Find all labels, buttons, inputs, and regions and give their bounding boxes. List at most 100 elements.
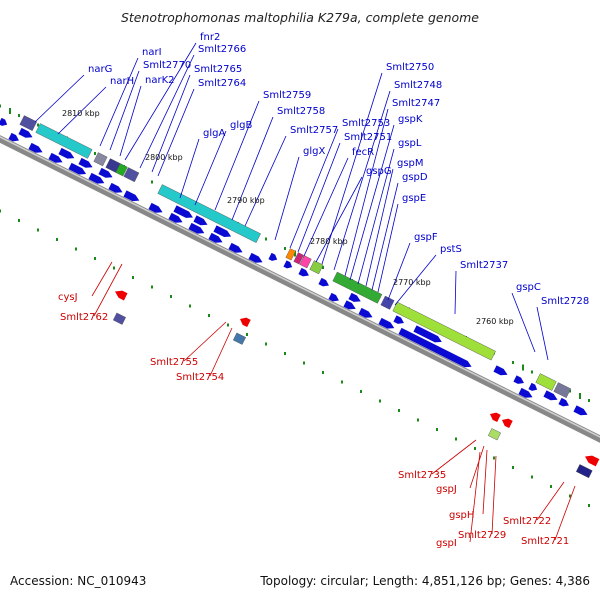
feature-block xyxy=(553,382,572,399)
forward-leader-line xyxy=(377,203,399,293)
forward-leader-line xyxy=(124,42,197,161)
reverse-gene-label: gspJ xyxy=(436,484,457,495)
reverse-feature-block xyxy=(112,312,127,325)
feature-block xyxy=(285,248,296,261)
forward-gene-label: fecR xyxy=(352,147,374,158)
forward-leader-line xyxy=(387,242,411,301)
forward-gene-arrow xyxy=(28,142,43,153)
tick-mark xyxy=(569,389,571,393)
tick-mark xyxy=(18,114,20,117)
forward-gene-arrow xyxy=(413,325,442,343)
forward-gene-label: Smlt2764 xyxy=(198,78,246,89)
forward-leader-line xyxy=(394,254,437,306)
tick-mark xyxy=(379,399,381,403)
forward-gene-arrow xyxy=(518,387,533,398)
forward-gene-arrow xyxy=(213,225,232,237)
forward-leader-line xyxy=(371,182,399,291)
forward-gene-label: Smlt2750 xyxy=(386,62,434,73)
reverse-gene-arrow xyxy=(115,290,128,301)
reverse-leader-line xyxy=(469,451,481,543)
reverse-gene-label: cysJ xyxy=(58,292,78,303)
forward-gene-arrow xyxy=(58,147,75,159)
kbp-tick-label: 2760 kbp xyxy=(476,317,514,326)
forward-gene-label: narI xyxy=(142,47,162,58)
reverse-gene-label: Smlt2754 xyxy=(176,372,224,383)
forward-leader-line xyxy=(344,108,389,277)
tick-mark xyxy=(75,247,77,251)
forward-leader-line xyxy=(151,74,191,173)
forward-gene-label: Smlt2753 xyxy=(342,118,390,129)
forward-gene-label: fnr2 xyxy=(200,32,220,43)
tick-mark xyxy=(189,304,191,308)
reverse-gene-arrow xyxy=(490,412,501,423)
backbone-line xyxy=(0,135,600,443)
forward-gene-arrow xyxy=(248,252,263,263)
forward-gene-arrow xyxy=(173,205,193,218)
forward-gene-label: glgX xyxy=(303,146,325,157)
reverse-gene-label: Smlt2762 xyxy=(60,312,108,323)
tick-mark xyxy=(37,228,39,232)
tick-mark xyxy=(170,295,172,298)
reverse-leader-line xyxy=(183,321,227,362)
forward-gene-arrow xyxy=(298,267,309,277)
tick-mark xyxy=(569,494,571,498)
reverse-leader-line xyxy=(536,481,565,521)
forward-leader-line xyxy=(454,270,457,315)
forward-gene-arrow xyxy=(573,405,588,416)
forward-gene-label: Smlt2751 xyxy=(344,132,392,143)
forward-leader-line xyxy=(157,88,195,177)
reverse-leader-line xyxy=(431,439,477,475)
feature-block xyxy=(157,184,261,243)
forward-leader-line xyxy=(34,74,85,123)
forward-gene-label: glgA xyxy=(203,128,225,139)
feature-block xyxy=(299,255,312,269)
major-tick-mark xyxy=(9,108,11,114)
tick-mark xyxy=(474,447,476,450)
forward-leader-line xyxy=(289,128,339,249)
label-leaders xyxy=(34,42,576,543)
forward-gene-arrow xyxy=(98,167,113,178)
forward-gene-label: gspG xyxy=(366,166,392,177)
reverse-gene-label: Smlt2722 xyxy=(503,516,551,527)
forward-leader-line xyxy=(297,142,341,253)
forward-gene-arrow xyxy=(528,382,538,391)
forward-gene-arrow xyxy=(48,152,63,163)
feature-block xyxy=(19,115,38,132)
forward-gene-arrow xyxy=(328,292,339,302)
feature-block xyxy=(392,301,496,361)
tick-mark xyxy=(303,361,305,365)
forward-gene-label: Smlt2766 xyxy=(198,44,246,55)
forward-gene-label: Smlt2757 xyxy=(290,125,338,136)
forward-gene-arrow xyxy=(348,292,361,302)
tick-mark xyxy=(588,504,590,507)
tick-mark xyxy=(417,418,419,422)
feature-track xyxy=(0,115,600,479)
tick-mark xyxy=(398,409,400,412)
tick-mark xyxy=(531,370,533,374)
feature-block xyxy=(35,123,93,159)
forward-gene-label: Smlt2748 xyxy=(394,80,442,91)
reverse-leader-line xyxy=(491,455,497,535)
forward-gene-arrow xyxy=(283,260,293,269)
forward-gene-arrow xyxy=(378,317,395,329)
forward-gene-label: narG xyxy=(88,64,112,75)
tick-mark xyxy=(455,437,457,441)
forward-gene-label: Smlt2737 xyxy=(460,260,508,271)
forward-gene-arrow xyxy=(123,190,140,202)
kbp-tick-label: 2800 kbp xyxy=(145,153,183,162)
tick-mark xyxy=(208,314,210,317)
tick-mark xyxy=(0,104,1,108)
forward-gene-arrow xyxy=(358,307,373,318)
forward-gene-label: Smlt2765 xyxy=(194,64,242,75)
tick-mark xyxy=(94,152,96,155)
forward-gene-arrow xyxy=(193,215,208,226)
forward-leader-line xyxy=(303,157,349,257)
tick-mark xyxy=(246,333,248,336)
tick-mark xyxy=(360,390,362,393)
tick-mark xyxy=(94,257,96,260)
forward-leader-line xyxy=(511,292,536,353)
kbp-tick-label: 2790 kbp xyxy=(227,196,265,205)
reverse-gene-label: Smlt2735 xyxy=(398,470,446,481)
reverse-leader-line xyxy=(469,445,485,489)
